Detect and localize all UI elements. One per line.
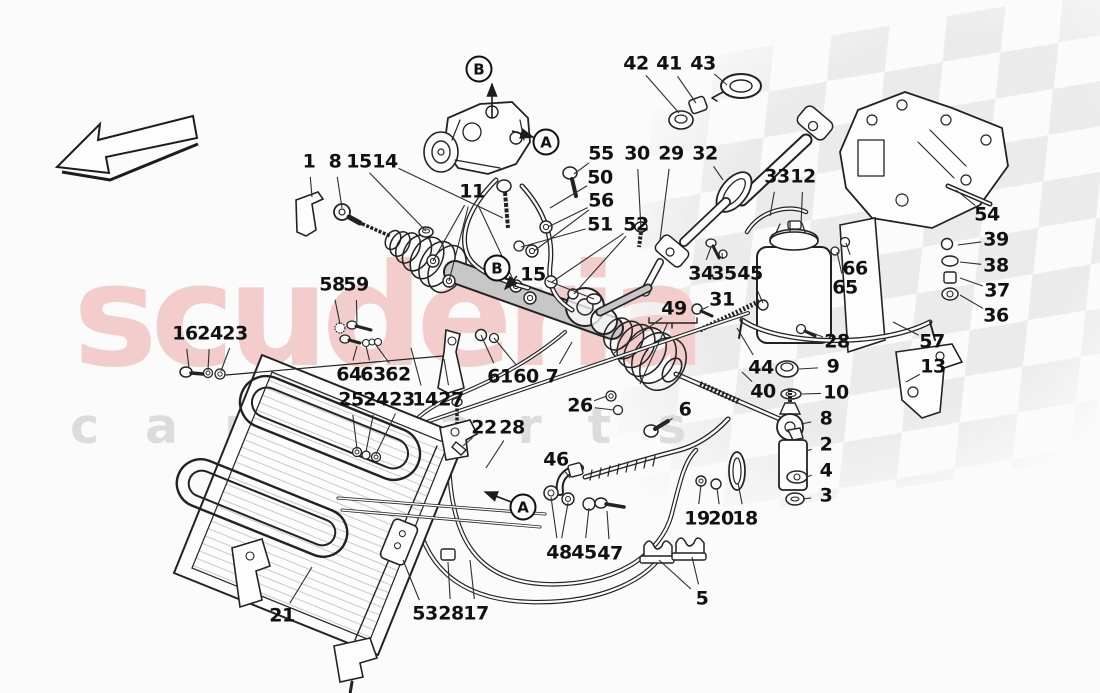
direction-arrow-icon xyxy=(54,114,199,182)
fastener-stack-right xyxy=(705,236,959,311)
grommet-and-seal-parts xyxy=(668,73,762,130)
return-hoses-and-clamps xyxy=(411,416,746,605)
leader-lines xyxy=(186,73,984,604)
oil-cooler-assembly xyxy=(172,328,547,693)
view-marker-arrows xyxy=(483,82,535,504)
steering-rack-assembly xyxy=(295,179,714,391)
small-fastener-rows xyxy=(179,320,444,463)
fluid-reservoir-assembly xyxy=(698,206,964,419)
mounting-bracket-54 xyxy=(839,91,1009,229)
power-steering-pump xyxy=(423,101,531,175)
